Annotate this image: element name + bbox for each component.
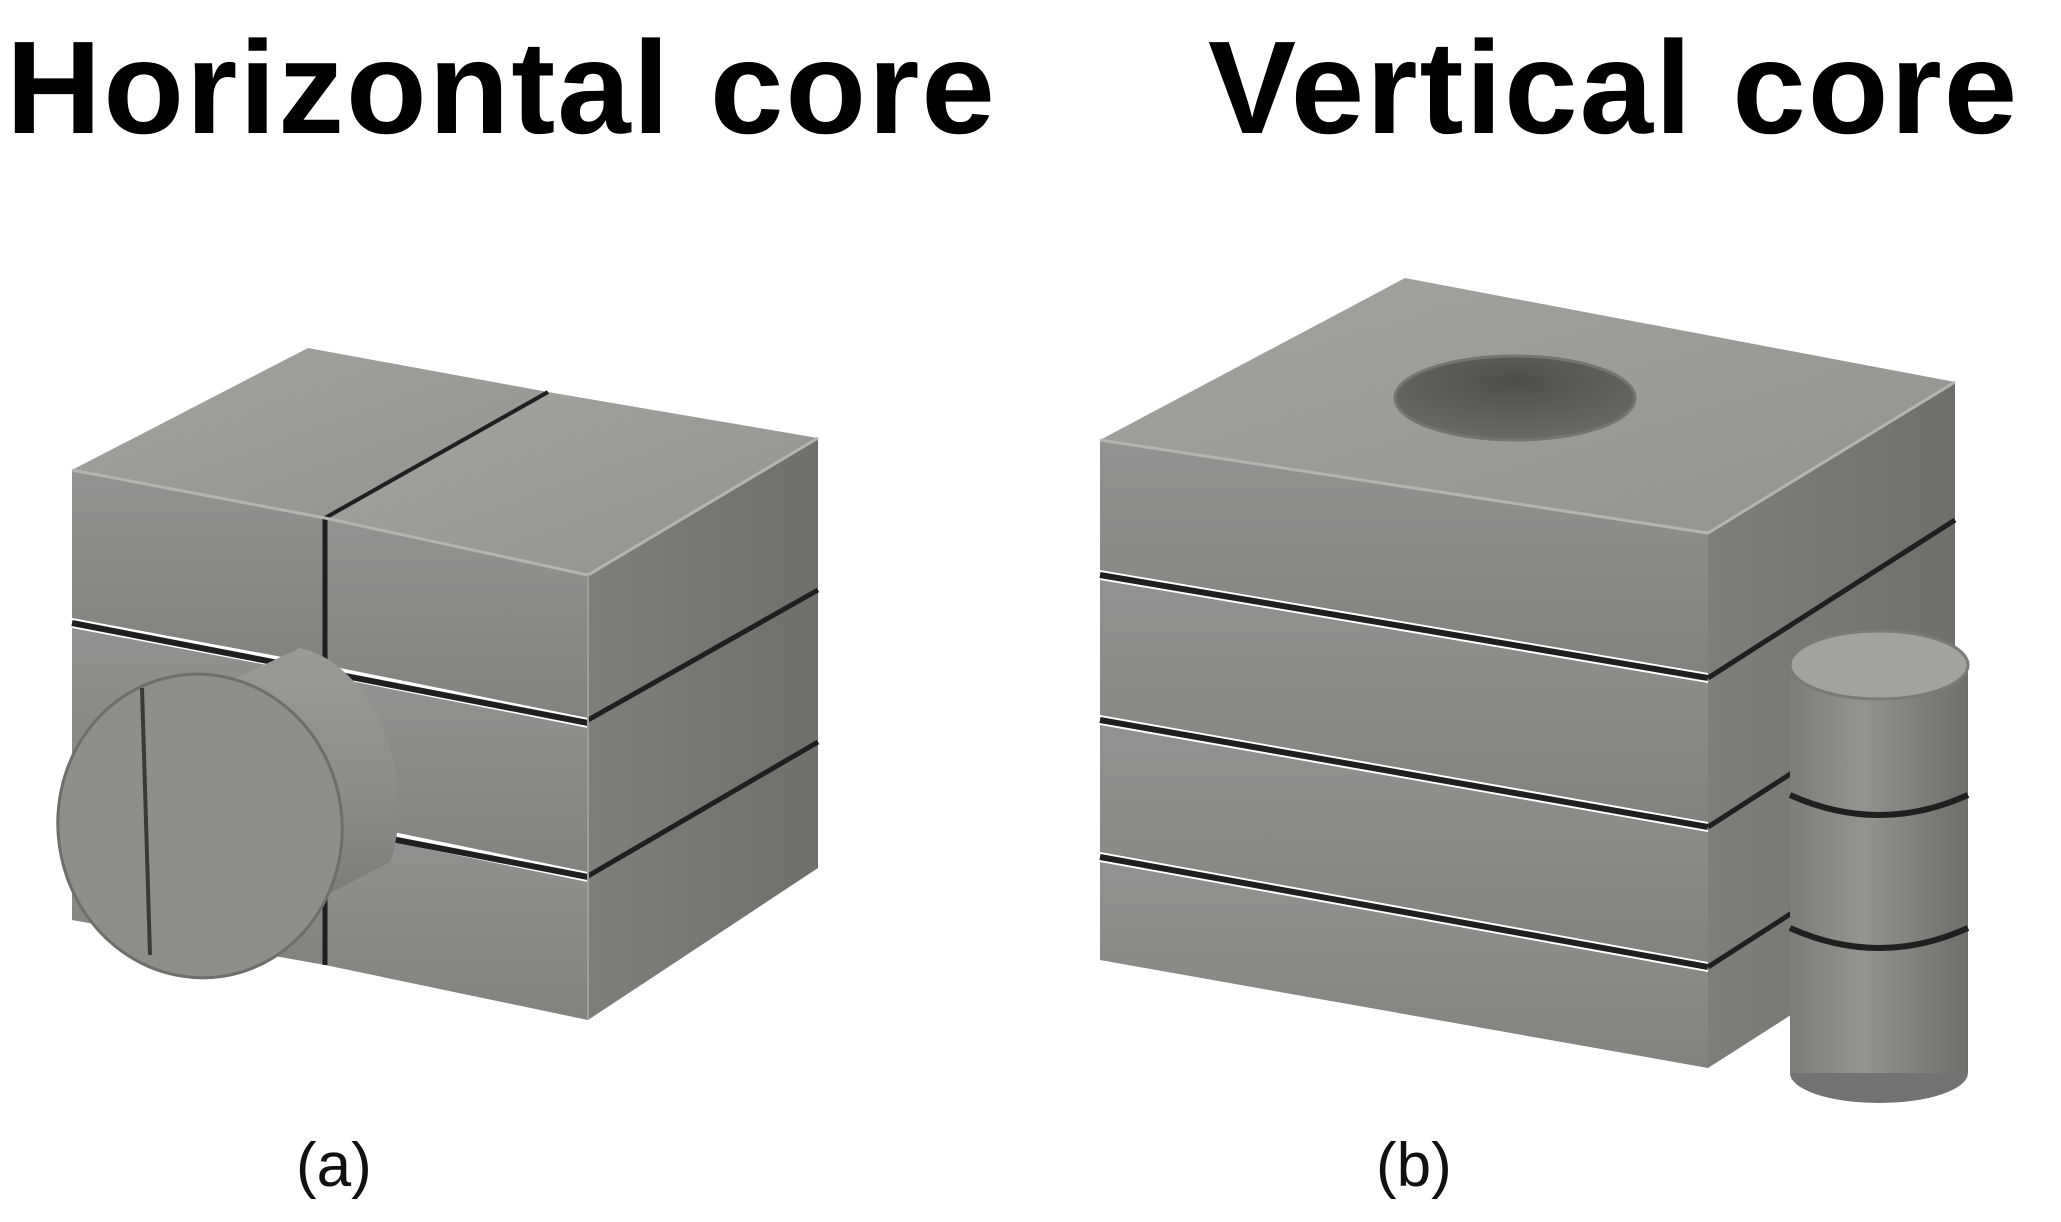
panel-b-caption: (b) (1376, 1135, 1452, 1197)
vertical-cylinder-body-fill (1790, 665, 1968, 1073)
panel-a-caption: (a) (296, 1135, 372, 1197)
top-hole (1395, 356, 1635, 440)
vertical-core-assembly (1100, 278, 1968, 1103)
vertical-cylinder-top (1790, 631, 1968, 699)
horizontal-core-assembly (38, 348, 818, 1020)
